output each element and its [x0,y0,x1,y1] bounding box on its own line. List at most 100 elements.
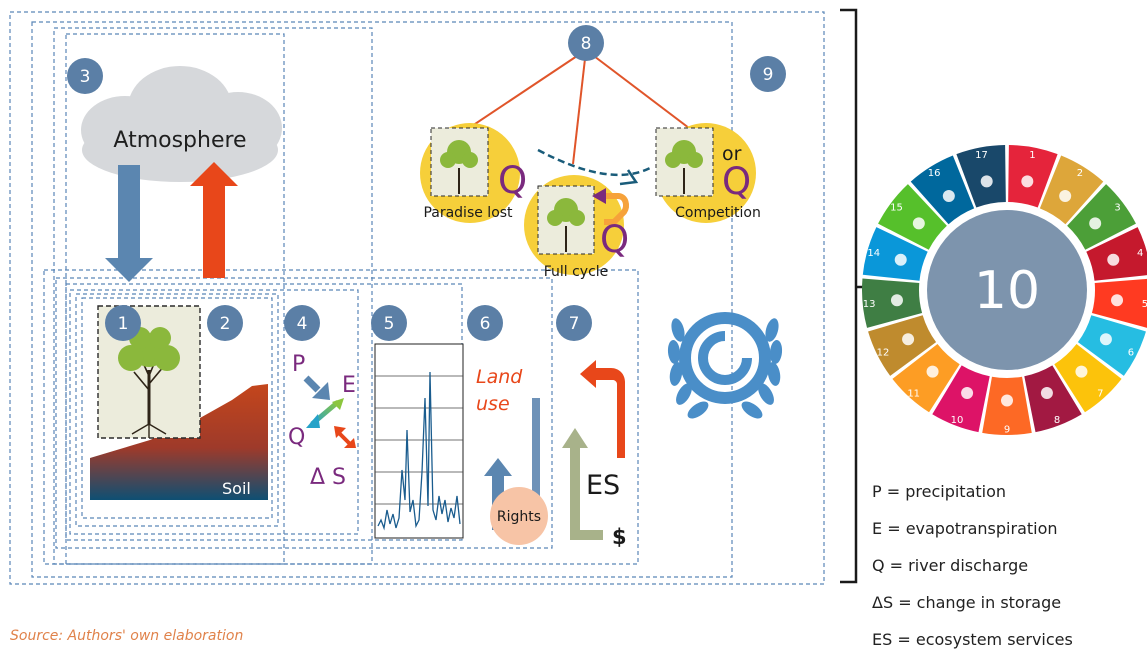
sdg-number-3: 3 [1114,203,1120,214]
q-label: Q [288,425,305,450]
badge-6: 6 [467,305,503,341]
diagram-canvas: Atmosphere Soil P E Q Δ S [9,8,1147,585]
sdg-number-9: 9 [1004,425,1010,436]
sdg-number-17: 17 [975,150,988,161]
rights-circle [490,487,548,545]
water-balance-block: P E Q Δ S [288,352,356,490]
land-use-label-1: Land [476,366,523,388]
svg-text:9: 9 [763,65,774,85]
paradise-lost-label: Paradise lost [423,205,513,221]
sdg-segment-1 [1008,145,1058,208]
delta-s-label: Δ S [310,465,346,490]
badge-2: 2 [207,305,243,341]
sdg-goal-icon-15 [912,217,925,230]
sdg-number-13: 13 [863,299,876,310]
sdg-segment-15 [878,184,947,250]
sdg-goal-icon-12 [902,333,915,346]
svg-text:2: 2 [220,314,231,334]
sdg-segment-17 [956,145,1006,208]
sdg-goal-icon-11 [926,365,939,378]
sdg-segment-3 [1067,184,1136,250]
sdg-number-15: 15 [890,203,903,214]
sdg-goal-icon-6 [1099,333,1112,346]
legend: P = precipitation E = evapotranspiration… [872,480,1073,665]
svg-text:6: 6 [480,314,491,334]
badge-7: 7 [556,305,592,341]
competition-label: Competition [675,205,761,221]
sdg-segment-4 [1086,227,1147,281]
full-cycle-label: Full cycle [544,264,609,280]
sdg-goal-icon-10 [961,387,974,400]
rights-arrow [484,458,512,530]
scenario-competition: or Q Competition [655,123,761,223]
legend-item-delta-s: ΔS = change in storage [872,593,1062,612]
legend-item-es: ES = ecosystem services [872,630,1073,649]
atmosphere-cloud: Atmosphere [81,66,282,182]
sdg-number-7: 7 [1097,388,1103,399]
svg-text:8: 8 [581,34,592,54]
land-use-label-2: use [476,393,510,415]
frame-7 [43,269,639,565]
sdg-goal-icon-4 [1107,253,1120,266]
frame-2 [75,293,279,527]
sdg-goal-icon-2 [1059,190,1072,203]
sdg-goal-icon-7 [1075,365,1088,378]
bracket-line [840,8,858,584]
sdg-goal-icon-3 [1089,217,1102,230]
sdg-segment-6 [1077,315,1146,376]
sdg-number-8: 8 [1054,415,1060,426]
soil-block: Soil [90,384,268,500]
es-green-arrow [562,428,603,540]
legend-item-q: Q = river discharge [872,556,1029,575]
sdg-segment-8 [1024,365,1082,433]
atmosphere-label: Atmosphere [113,128,246,153]
unfccc-emblem [667,312,783,419]
badges: 1 2 3 4 5 6 7 8 9 [67,25,786,341]
legend-item-p: P = precipitation [872,482,1007,501]
sdg-number-4: 4 [1137,248,1143,259]
sdg-segment-7 [1054,343,1122,413]
q-symbol: Q [600,218,629,261]
sdg-segment-16 [910,155,975,225]
sdg-goal-icon-17 [980,175,993,188]
sdg-goal-icon-9 [1001,394,1013,407]
frame-5 [65,283,463,541]
es-orange-arrow [580,360,625,458]
badge-9: 9 [750,56,786,92]
land-use-block: Land use Rights [476,366,548,545]
frame-6 [55,277,553,549]
scenario-full-cycle: Q Full cycle [524,175,629,280]
sdg-segment-11 [892,343,960,413]
legend-item-e: E = evapotranspiration [872,519,1058,538]
sdg-goal-icon-8 [1040,387,1053,400]
badge-5: 5 [371,305,407,341]
q-symbol: Q [722,160,751,203]
frame-outer-8 [31,21,733,578]
svg-text:4: 4 [297,314,308,334]
sdg-number-1: 1 [1029,150,1035,161]
sdg-number-2: 2 [1077,168,1083,179]
p-label: P [292,352,305,377]
es-label: ES [586,470,620,501]
precipitation-arrow [105,165,153,282]
nested-boundaries [9,11,825,585]
svg-text:7: 7 [569,314,580,334]
rights-label: Rights [497,509,541,525]
sdg-center-label: 10 [974,261,1040,321]
sdg-segment-10 [932,365,990,433]
sdg-number-14: 14 [867,248,880,259]
badge-4: 4 [284,305,320,341]
e-label: E [342,373,356,398]
hydrograph [374,343,464,539]
sdg-center [927,210,1087,370]
soil-label: Soil [222,479,251,498]
sdg-number-6: 6 [1128,348,1134,359]
sdg-segment-14 [862,227,928,281]
sdg-number-11: 11 [907,388,920,399]
sdg-number-16: 16 [928,168,941,179]
ecosystem-services-block: ES $ [562,360,627,549]
frame-1 [81,297,273,519]
sdg-goal-icon-1 [1021,175,1034,188]
sdg-segment-12 [868,315,937,376]
